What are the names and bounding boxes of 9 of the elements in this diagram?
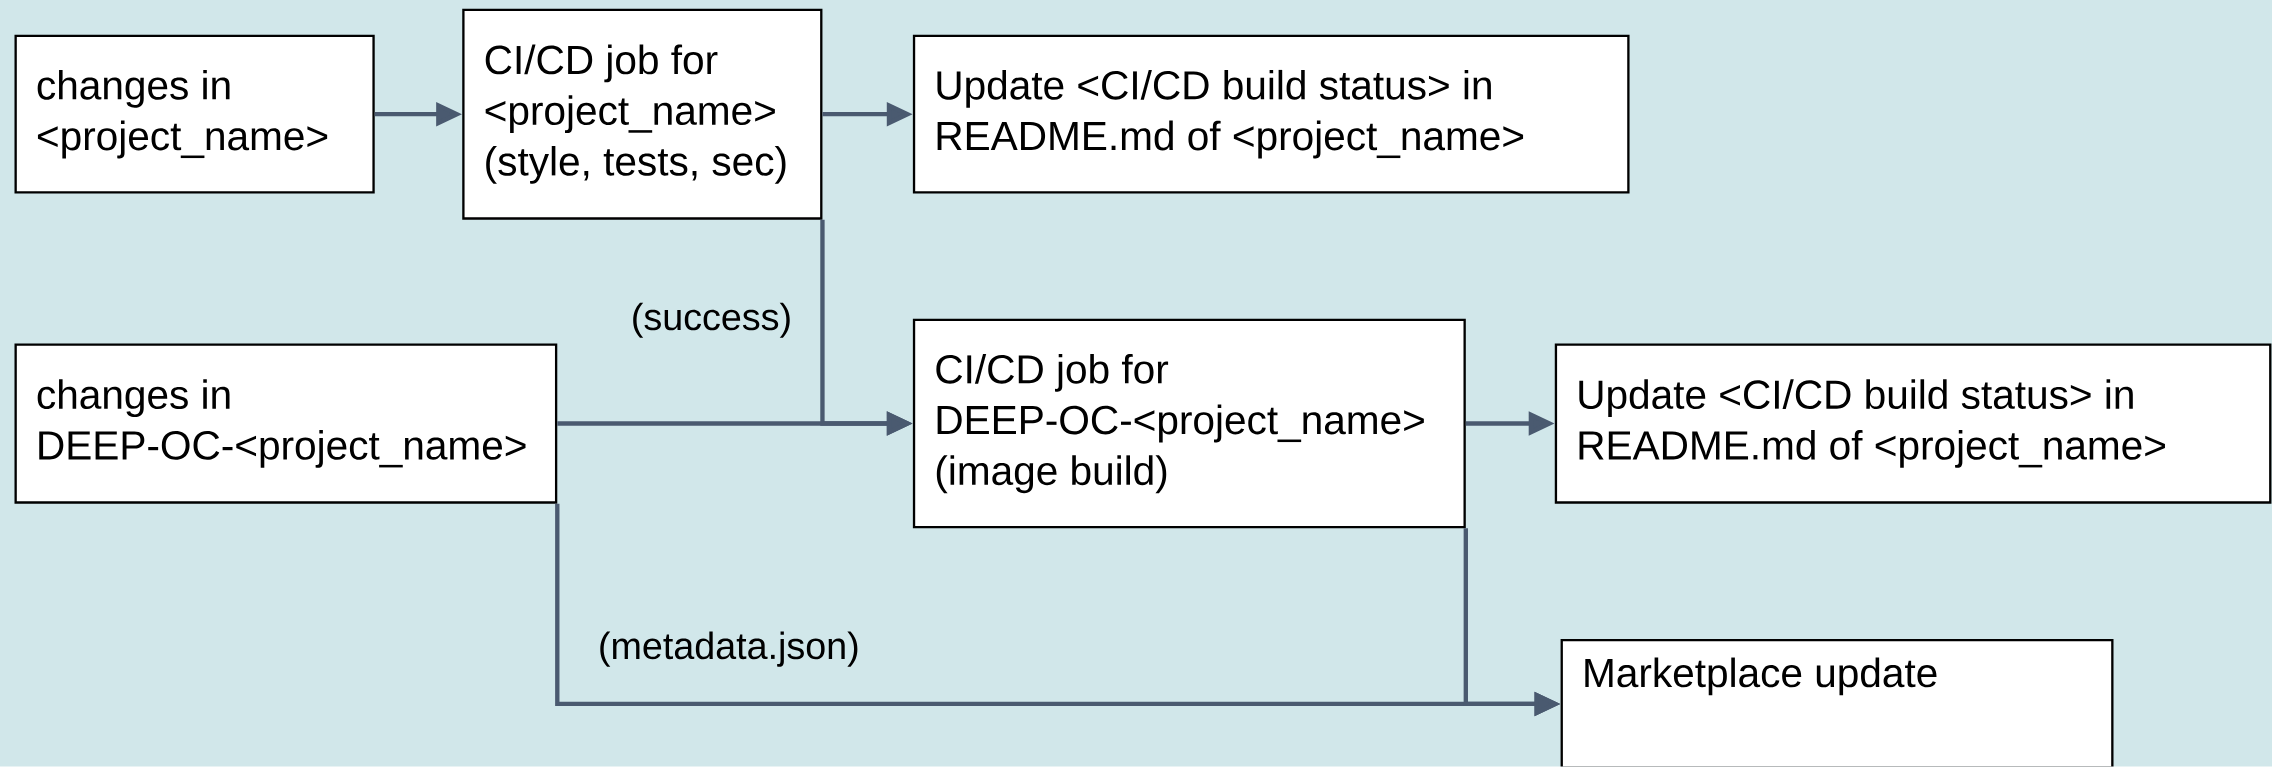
process-box: changes in DEEP-OC-<project_name> [14,343,558,504]
process-box: changes in <project_name> [14,35,375,194]
edge-label: (metadata.json) [600,631,858,667]
process-box: Marketplace update [1560,639,2114,767]
edge-label: (success) [633,302,790,339]
process-box: Update <CI/CD build status> in README.md of <project_name> [912,35,1630,194]
process-box: Update <CI/CD build status> in README.md of <project_name> [1554,343,2272,504]
process-box: CI/CD job for DEEP-OC-<project_name> (image build) [912,319,1466,529]
process-box: CI/CD job for <project_name> (style, tests, sec) [462,8,823,220]
